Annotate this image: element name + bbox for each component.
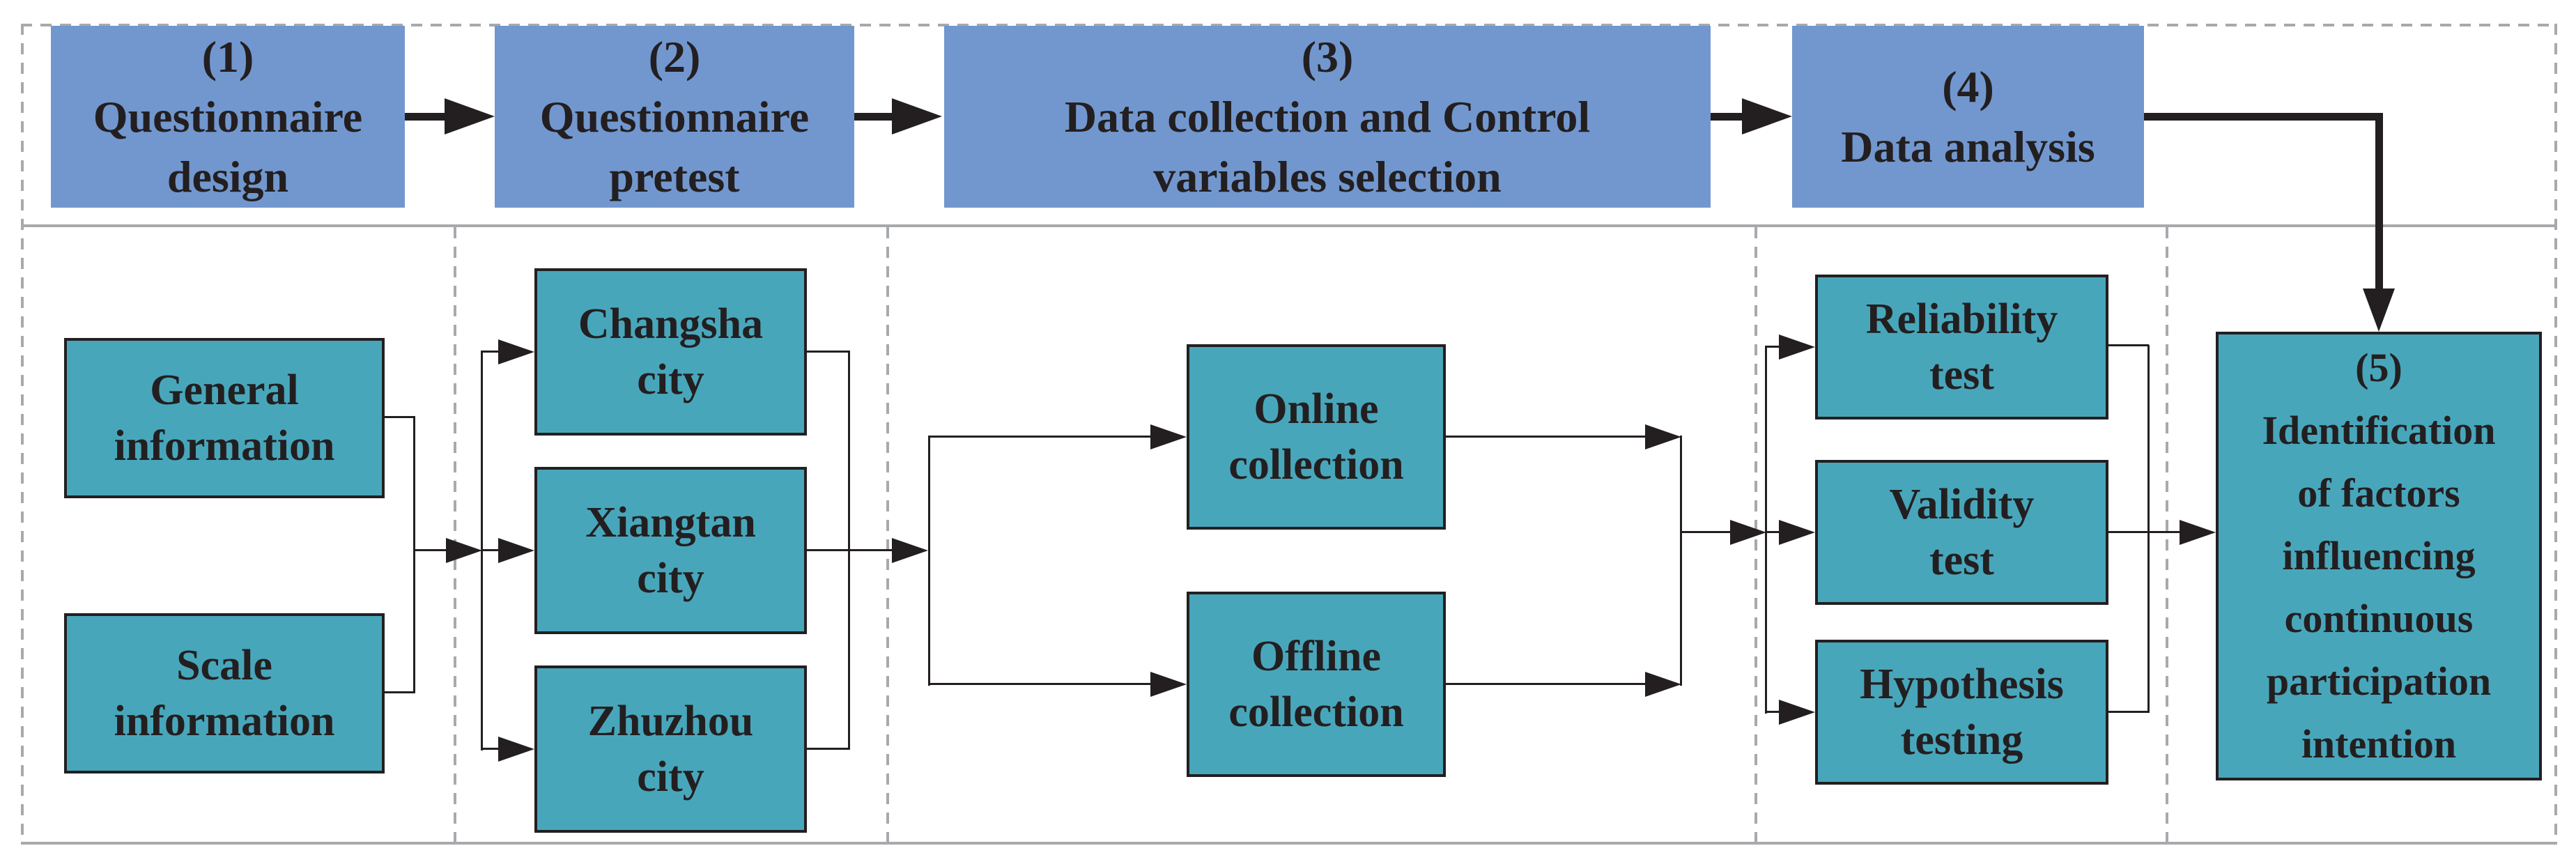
design-merge-arrow-head [446,538,482,563]
step3-data-collection-box: (3) Data collection and Control variable… [944,26,1711,208]
scale-info-stub [385,691,415,693]
tests-out-arrow-line [2108,531,2184,533]
collection-collector-vline [1680,436,1682,686]
figure-border-top [21,24,2557,26]
arrow-to-hypothesis-line [1765,711,1783,713]
step2-label: (2) Questionnaire pretest [539,31,810,201]
changsha-out-stub [807,351,850,353]
hypothesis-testing-label: Hypothesis testing [1860,661,2064,764]
arrow-step4-step5-head [2363,288,2395,332]
offline-out-arrow-line [1446,683,1649,685]
step3-label: (3) Data collection and Control variable… [1064,31,1591,201]
cities-out-arrow-line [807,549,899,551]
cities-out-arrow-head [892,538,928,563]
arrow-to-zhuzhou-line [481,748,502,750]
tests-out-arrow-head [2180,520,2216,545]
arrow-step3-step4-line [1711,113,1744,121]
figure-border-right [2554,24,2557,845]
arrow-to-hypothesis-head [1779,700,1815,725]
arrow-to-online-head [1150,424,1187,449]
step5-outcome-label: (5) Identification of factors influencin… [2262,345,2496,767]
arrow-to-validity-line [1765,531,1783,533]
changsha-city-box: Changsha city [534,268,807,436]
offline-out-arrow-head [1645,672,1681,697]
row-separator [21,224,2557,227]
step5-outcome-box: (5) Identification of factors influencin… [2216,332,2542,780]
xiangtan-city-label: Xiangtan city [585,499,756,602]
arrow-step4-step5-vertical [2375,113,2383,290]
figure-border-left [21,24,24,845]
collection-split-vline [928,436,930,686]
arrow-to-offline-head [1150,672,1187,697]
arrow-to-xiangtan-head [498,538,534,563]
column-divider-1 [454,227,456,842]
scale-information-label: Scale information [114,642,335,745]
zhuzhou-city-box: Zhuzhou city [534,665,807,833]
step1-questionnaire-design-box: (1) Questionnaire design [51,26,405,208]
online-out-arrow-head [1645,424,1681,449]
online-out-arrow-line [1446,436,1649,438]
arrow-step2-step3-line [854,113,894,121]
validity-test-label: Validity test [1889,481,2035,584]
xiangtan-city-box: Xiangtan city [534,467,807,634]
arrow-to-zhuzhou-head [498,737,534,762]
column-divider-2 [886,227,889,842]
step2-questionnaire-pretest-box: (2) Questionnaire pretest [495,26,854,208]
collection-out-arrow-line [1680,531,1734,533]
arrow-step1-step2-line [405,113,447,121]
arrow-to-changsha-line [481,351,502,353]
arrow-to-validity-head [1779,520,1815,545]
scale-information-box: Scale information [64,613,385,774]
hypothesis-out-stub [2108,711,2149,713]
arrow-to-xiangtan-line [481,549,502,551]
collection-out-arrow-head [1730,520,1766,545]
general-info-stub [385,416,415,418]
arrow-to-online-line [928,436,1154,438]
offline-collection-box: Offline collection [1187,592,1446,777]
step4-label: (4) Data analysis [1841,61,2095,171]
arrow-step3-step4-head [1742,98,1792,134]
general-information-box: General information [64,338,385,498]
arrow-step1-step2-head [445,98,495,134]
step4-data-analysis-box: (4) Data analysis [1792,26,2144,208]
step1-label: (1) Questionnaire design [93,31,363,201]
hypothesis-testing-box: Hypothesis testing [1815,640,2108,785]
online-collection-label: Online collection [1228,385,1404,488]
arrow-to-reliability-head [1779,334,1815,360]
design-merge-arrow-line [413,549,448,551]
zhuzhou-city-label: Zhuzhou city [587,698,754,801]
design-merge-vline [413,417,415,693]
arrow-to-offline-line [928,683,1154,685]
tests-collector-vline [2147,345,2150,713]
arrow-step4-step5-horizontal [2144,113,2383,121]
general-information-label: General information [114,367,335,470]
arrow-to-reliability-line [1765,346,1783,348]
zhuzhou-out-stub [807,748,850,750]
reliability-test-label: Reliability test [1865,295,2058,399]
reliability-out-stub [2108,344,2149,346]
column-divider-4 [2166,227,2168,842]
online-collection-box: Online collection [1187,344,1446,530]
arrow-to-changsha-head [498,339,534,364]
reliability-test-box: Reliability test [1815,275,2108,420]
offline-collection-label: Offline collection [1228,633,1404,736]
arrow-step2-step3-head [892,98,942,134]
changsha-city-label: Changsha city [578,300,764,403]
validity-test-box: Validity test [1815,460,2108,605]
figure-border-bottom [21,842,2557,845]
